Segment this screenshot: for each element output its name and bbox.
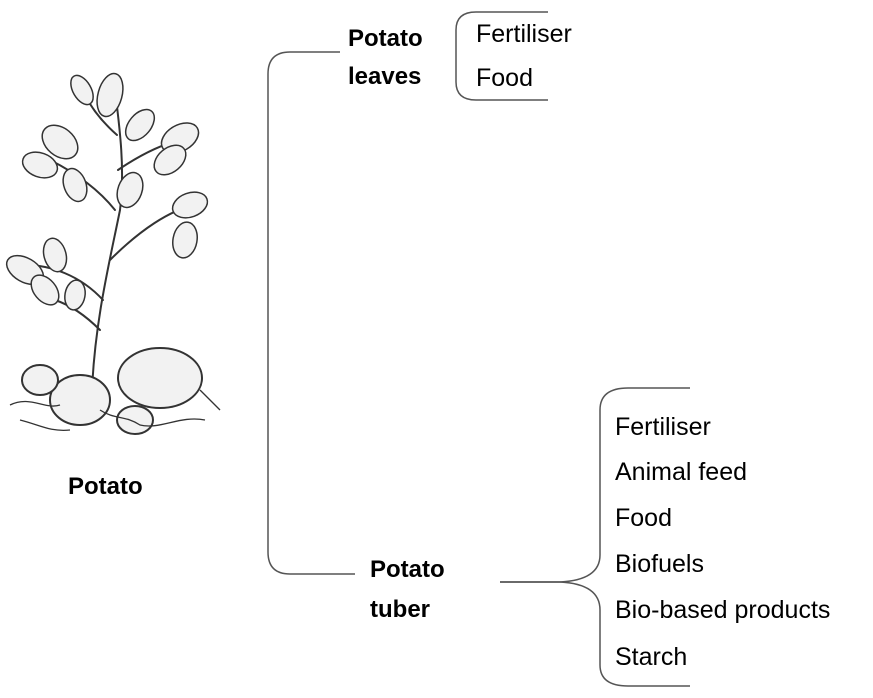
tuber-use-item: Fertiliser <box>615 413 711 442</box>
tuber-use-item: Food <box>615 504 672 533</box>
leaves-title-line2: leaves <box>348 62 421 91</box>
tuber-title-line2: tuber <box>370 595 430 624</box>
tuber-title-line1: Potato <box>370 555 445 584</box>
tuber-use-item: Biofuels <box>615 550 704 579</box>
leaves-use-item: Food <box>476 64 533 93</box>
tuber-use-item: Bio-based products <box>615 596 830 625</box>
leaves-use-item: Fertiliser <box>476 20 572 49</box>
leaves-title-line1: Potato <box>348 24 423 53</box>
tuber-use-item: Animal feed <box>615 458 747 487</box>
tuber-use-item: Starch <box>615 643 687 672</box>
